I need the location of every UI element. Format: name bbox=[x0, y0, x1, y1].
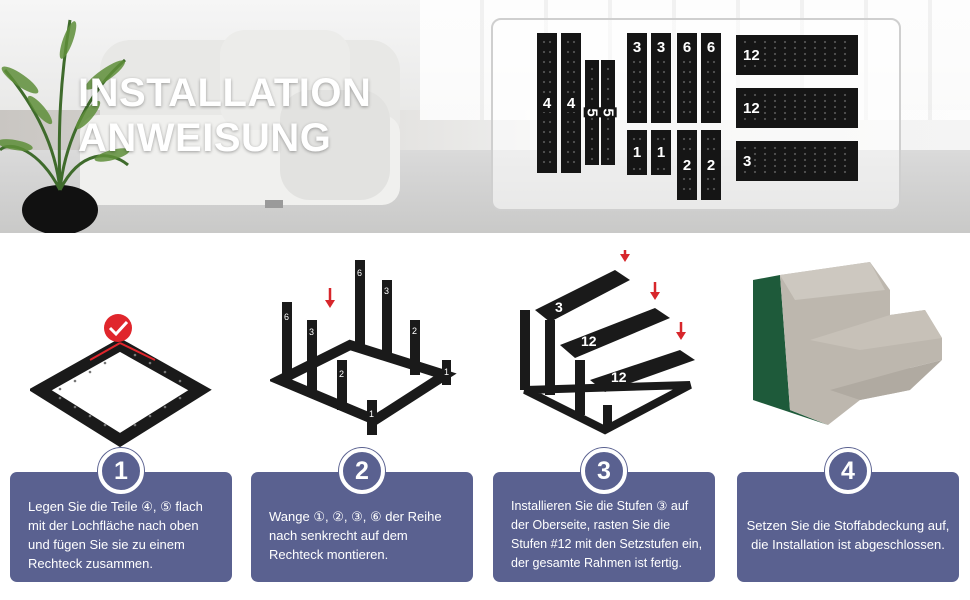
step-number-badge: 1 bbox=[98, 448, 144, 494]
svg-text:12: 12 bbox=[581, 333, 597, 349]
svg-text:3: 3 bbox=[309, 327, 314, 337]
page-title-line1: INSTALLATION bbox=[78, 71, 372, 115]
part-1-a: 1 bbox=[627, 130, 647, 175]
step1-illustration bbox=[30, 314, 212, 448]
step-number-badge: 2 bbox=[339, 448, 385, 494]
part-4-a: 4 bbox=[537, 33, 557, 173]
check-icon bbox=[104, 314, 132, 342]
part-3-a: 3 bbox=[627, 33, 647, 123]
part-5-a: 5 bbox=[583, 60, 601, 165]
svg-text:3: 3 bbox=[555, 299, 563, 315]
step3-illustration: 3 12 12 bbox=[520, 250, 695, 435]
part-2-b: 2 bbox=[701, 130, 721, 200]
page-title-line2: ANWEISUNG bbox=[78, 116, 332, 160]
down-arrow-icon bbox=[325, 288, 335, 308]
header-banner: INSTALLATION ANWEISUNG 4 4 5 5 3 3 6 6 1… bbox=[0, 0, 970, 233]
svg-text:6: 6 bbox=[284, 312, 289, 322]
step-text: Legen Sie die Teile ④, ⑤ flach mit der L… bbox=[28, 499, 203, 571]
step-text: Wange ①, ②, ③, ⑥ der Reihe nach senkrech… bbox=[269, 508, 442, 562]
step-text: Setzen Sie die Stoffabdeckung auf, die I… bbox=[746, 518, 950, 552]
part-6-a: 6 bbox=[677, 33, 697, 123]
parts-overview: 4 4 5 5 3 3 6 6 1 1 2 2 12 12 3 bbox=[491, 18, 901, 211]
part-4-b: 4 bbox=[561, 33, 581, 173]
part-3-b: 3 bbox=[651, 33, 671, 123]
part-12-b: 12 bbox=[736, 88, 858, 128]
down-arrow-icon bbox=[676, 322, 686, 340]
step2-illustration: 6 3 6 3 2 2 1 1 bbox=[270, 260, 457, 435]
svg-text:2: 2 bbox=[412, 326, 417, 336]
svg-text:2: 2 bbox=[339, 369, 344, 379]
down-arrow-icon bbox=[620, 250, 630, 262]
part-5-b: 5 bbox=[599, 60, 617, 165]
step-number-badge: 4 bbox=[825, 448, 871, 494]
svg-text:1: 1 bbox=[369, 409, 374, 419]
step-number-badge: 3 bbox=[581, 448, 627, 494]
part-2-a: 2 bbox=[677, 130, 697, 200]
sofa-image bbox=[80, 30, 400, 208]
svg-text:1: 1 bbox=[444, 367, 449, 377]
plant-image bbox=[0, 19, 130, 233]
svg-text:3: 3 bbox=[384, 286, 389, 296]
down-arrow-icon bbox=[650, 282, 660, 300]
step4-illustration bbox=[753, 262, 942, 425]
svg-text:12: 12 bbox=[611, 369, 627, 385]
svg-text:6: 6 bbox=[357, 268, 362, 278]
part-6-b: 6 bbox=[701, 33, 721, 123]
part-3-step: 3 bbox=[736, 141, 858, 181]
part-12-a: 12 bbox=[736, 35, 858, 75]
part-1-b: 1 bbox=[651, 130, 671, 175]
step-text: Installieren Sie die Stufen ③ auf der Ob… bbox=[511, 499, 703, 570]
